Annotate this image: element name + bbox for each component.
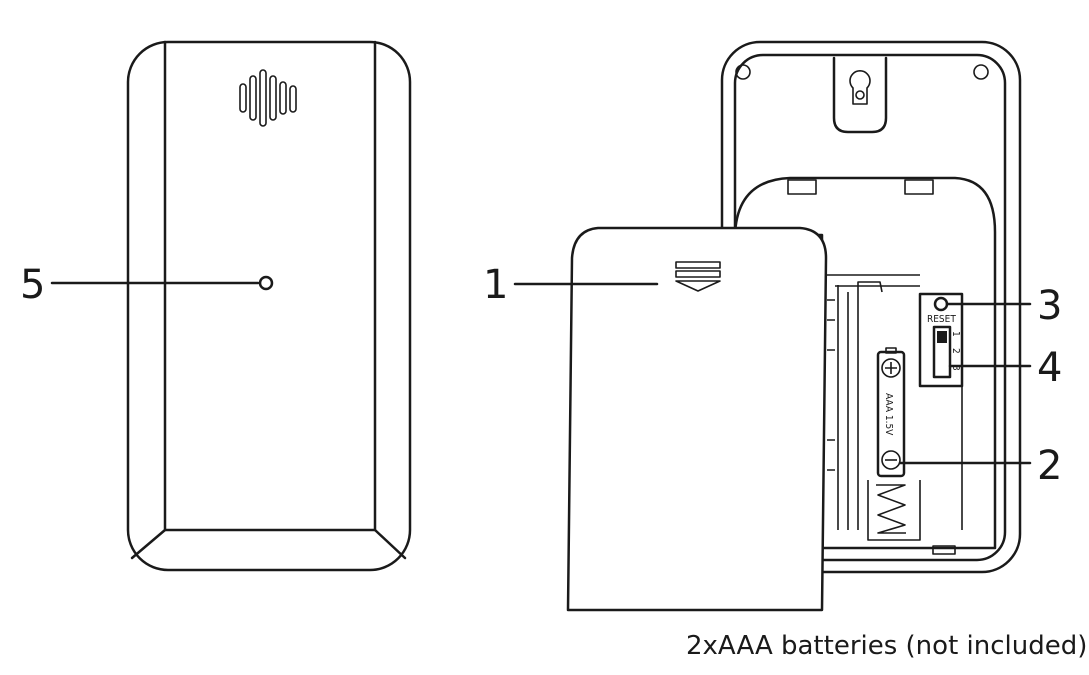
tray-rails [837, 285, 859, 530]
tray-clip [857, 281, 883, 293]
tray-top-edge [822, 274, 920, 287]
battery-body [876, 350, 906, 478]
callout-4: 4 [1037, 345, 1062, 391]
switch-slider [937, 331, 947, 343]
screw-hole-top-left [735, 64, 751, 80]
tray-ridges [827, 299, 835, 471]
battery-caption: 2xAAA batteries (not included) [686, 631, 1087, 661]
latch-right [904, 179, 934, 195]
spring-housing [867, 480, 921, 541]
cover-release-arrow-icon [675, 261, 721, 292]
bottom-slot [932, 545, 956, 555]
front-bevel-corner-left [130, 528, 167, 560]
callout-1: 1 [483, 262, 508, 308]
callout-2: 2 [1037, 443, 1062, 489]
speaker-grille-icon [239, 69, 297, 127]
latch-left [787, 179, 817, 195]
screw-hole-top-right [973, 64, 989, 80]
aaa-battery: AAA 1.5V [876, 347, 906, 478]
reset-label: RESET [927, 314, 956, 325]
switch-position-1: 1 [950, 331, 961, 337]
callout-5: 5 [20, 262, 45, 308]
battery-cover: 1 [483, 226, 828, 612]
plus-icon [881, 358, 901, 378]
callout-3: 3 [1037, 283, 1062, 329]
battery-terminal [885, 347, 897, 354]
battery-compartment [733, 176, 997, 550]
switch-position-3: 3 [950, 365, 961, 371]
front-bevel-corner-right [373, 528, 407, 560]
minus-icon [881, 450, 901, 470]
front-bevel-lines [163, 40, 377, 532]
battery-cover-outline [566, 226, 828, 612]
spring-contact [876, 484, 906, 534]
keyhole-recess [832, 56, 888, 134]
keyhole-mount-icon [849, 70, 871, 105]
switch-position-2: 2 [950, 348, 961, 354]
battery-label: AAA 1.5V [883, 393, 894, 436]
channel-switch: 1 2 3 [932, 325, 961, 379]
front-body-outline [126, 40, 412, 572]
led-indicator [258, 275, 274, 291]
reset-button [933, 296, 949, 312]
front-view: 5 [20, 40, 412, 572]
